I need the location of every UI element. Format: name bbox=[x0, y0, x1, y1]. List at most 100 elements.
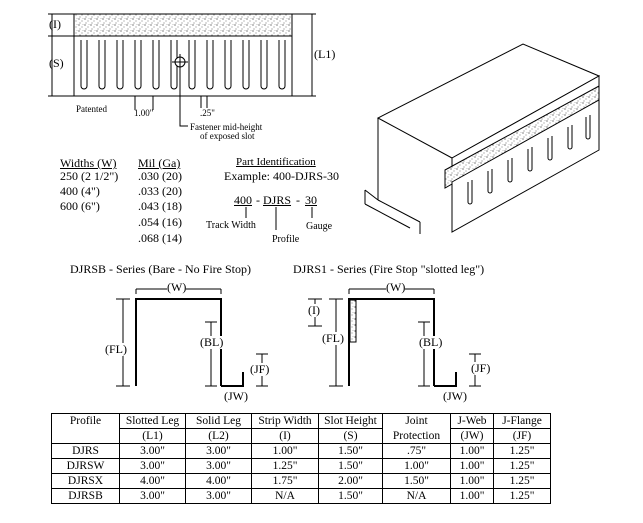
label-profile: Profile bbox=[272, 234, 300, 245]
isometric-track bbox=[364, 43, 601, 234]
iso-slots bbox=[467, 115, 591, 205]
dim-fl-left: (FL) bbox=[105, 342, 127, 356]
table-cell: 1.00" bbox=[251, 443, 319, 459]
table-header-cell: (S) bbox=[318, 428, 383, 444]
table-cell: 1.25" bbox=[493, 488, 551, 504]
fire-strip-profile bbox=[349, 299, 357, 343]
table-cell: 3.00" bbox=[185, 443, 252, 459]
mil-header: Mil (Ga) bbox=[138, 156, 181, 170]
slot bbox=[98, 40, 106, 90]
part-code-profile: DJRS bbox=[263, 193, 292, 207]
slot bbox=[134, 40, 142, 90]
djrsb-profile bbox=[116, 288, 268, 387]
slot bbox=[224, 40, 232, 90]
dim-jw-left: (JW) bbox=[224, 389, 248, 403]
mil-item: .054 (16) bbox=[138, 215, 182, 229]
fastener-leader bbox=[179, 67, 188, 127]
table-header-cell: (L2) bbox=[185, 428, 252, 444]
dim-jf-left: (JF) bbox=[250, 362, 270, 376]
table-cell: 1.25" bbox=[493, 473, 551, 489]
table-header-row: Profile Slotted Leg Solid Leg Strip Widt… bbox=[51, 413, 551, 429]
table-cell: 1.00" bbox=[450, 473, 494, 489]
part-id-leaders bbox=[245, 207, 313, 230]
label-strip-height: (I) bbox=[49, 17, 61, 31]
table-cell: 1.00" bbox=[450, 488, 494, 504]
table-row: DJRS 3.00" 3.00" 1.00" 1.50" .75" 1.00" … bbox=[51, 443, 551, 459]
part-code-width: 400 bbox=[234, 193, 252, 207]
table-header-cell: Joint bbox=[382, 413, 451, 429]
width-item: 400 (4") bbox=[60, 184, 100, 198]
table-header-cell: Profile bbox=[51, 413, 120, 429]
mil-item: .068 (14) bbox=[138, 231, 182, 245]
table-row: DJRSX 4.00" 4.00" 1.75" 2.00" 1.50" 1.00… bbox=[51, 473, 551, 489]
slot bbox=[242, 40, 250, 90]
table-cell: 1.50" bbox=[318, 443, 383, 459]
table-header-cell: J-Flange bbox=[493, 413, 551, 429]
table-cell: 4.00" bbox=[119, 473, 186, 489]
table-cell: 1.75" bbox=[251, 473, 319, 489]
table-row: DJRSW 3.00" 3.00" 1.25" 1.50" 1.00" 1.00… bbox=[51, 458, 551, 474]
dim-w-left: (W) bbox=[167, 280, 187, 294]
table-cell: 3.00" bbox=[119, 488, 186, 504]
dim-bl-right: (BL) bbox=[419, 335, 443, 349]
dim-w-right: (W) bbox=[386, 280, 406, 294]
width-item: 600 (6") bbox=[60, 199, 100, 213]
slot bbox=[80, 40, 88, 90]
table-cell: 1.50" bbox=[382, 473, 451, 489]
series-right-title: DJRS1 - Series (Fire Stop "slotted leg") bbox=[293, 262, 485, 276]
table-cell: N/A bbox=[382, 488, 451, 504]
table-cell: 1.00" bbox=[450, 458, 494, 474]
slot-row bbox=[80, 40, 286, 90]
label-track-width: Track Width bbox=[206, 220, 256, 231]
table-cell: DJRS bbox=[51, 443, 120, 459]
table-cell: 3.00" bbox=[185, 488, 252, 504]
table-header-cell: Slot Height bbox=[318, 413, 383, 429]
label-gauge: Gauge bbox=[306, 221, 333, 232]
table-cell: 1.25" bbox=[251, 458, 319, 474]
slot bbox=[152, 40, 160, 90]
dim-bl-left: (BL) bbox=[200, 335, 224, 349]
table-cell: 3.00" bbox=[185, 458, 252, 474]
width-item: 250 (2 1/2") bbox=[60, 169, 119, 183]
table-cell: 3.00" bbox=[119, 458, 186, 474]
table-row: DJRSB 3.00" 3.00" N/A 1.50" N/A 1.00" 1.… bbox=[51, 488, 551, 504]
table-cell: 1.50" bbox=[318, 488, 383, 504]
mil-item: .043 (18) bbox=[138, 199, 182, 213]
series-left-title: DJRSB - Series (Bare - No Fire Stop) bbox=[70, 262, 251, 276]
slot bbox=[278, 40, 286, 90]
label-slot-height: (S) bbox=[49, 56, 64, 70]
table-header-cell: Slotted Leg bbox=[119, 413, 186, 429]
table-cell: .75" bbox=[382, 443, 451, 459]
slot bbox=[116, 40, 124, 90]
label-slot-pitch: 1.00" bbox=[134, 108, 154, 118]
table-header-cell: (L1) bbox=[119, 428, 186, 444]
fire-strip bbox=[73, 13, 293, 37]
fastener-note-line1: Fastener mid-height bbox=[190, 122, 263, 132]
slot bbox=[260, 40, 268, 90]
table-cell: 1.25" bbox=[493, 458, 551, 474]
spec-table: Profile Slotted Leg Solid Leg Strip Widt… bbox=[51, 413, 551, 504]
slotted-leg-detail bbox=[48, 13, 316, 127]
slot bbox=[170, 40, 178, 90]
part-code-gauge: 30 bbox=[305, 193, 317, 207]
dim-jf-right: (JF) bbox=[471, 361, 491, 375]
table-header-cell: J-Web bbox=[450, 413, 494, 429]
table-header-cell: Protection bbox=[382, 428, 451, 444]
part-code-dash: - bbox=[256, 193, 260, 207]
table-header-cell: Solid Leg bbox=[185, 413, 252, 429]
part-code-dash: - bbox=[296, 193, 300, 207]
table-cell: DJRSW bbox=[51, 458, 120, 474]
label-slotted-leg: (L1) bbox=[314, 47, 336, 61]
table-cell: 1.50" bbox=[318, 458, 383, 474]
slot bbox=[206, 40, 214, 90]
table-cell: 1.25" bbox=[493, 443, 551, 459]
table-cell: DJRSB bbox=[51, 488, 120, 504]
table-subheader-row: (L1) (L2) (I) (S) Protection (JW) (JF) bbox=[51, 428, 551, 444]
table-header-cell: (I) bbox=[251, 428, 319, 444]
table-cell: 2.00" bbox=[318, 473, 383, 489]
table-cell: N/A bbox=[251, 488, 319, 504]
table-cell: 3.00" bbox=[119, 443, 186, 459]
mil-item: .033 (20) bbox=[138, 184, 182, 198]
table-cell: 1.00" bbox=[382, 458, 451, 474]
